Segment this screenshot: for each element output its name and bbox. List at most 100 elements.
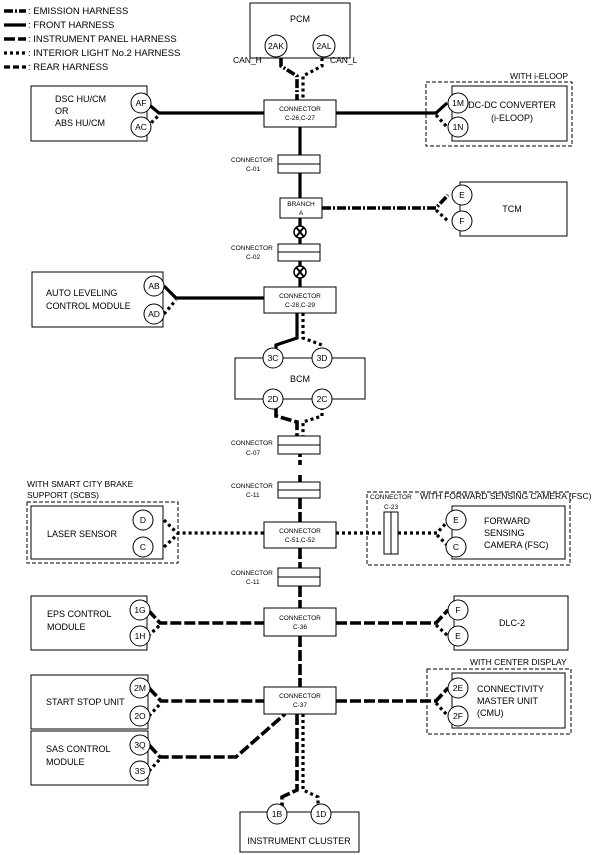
j3-box [263, 521, 337, 549]
eps-terminal-1h-label: 1H [135, 631, 146, 641]
laser-terminal-c-label: C [140, 542, 146, 552]
wire-alcm-can-h [162, 284, 264, 300]
c11b-label: CONNECTOR [231, 570, 273, 577]
j2-id: C-28,C-29 [285, 302, 315, 309]
wires [145, 58, 451, 806]
alcm-line1: AUTO LEVELING [46, 288, 117, 298]
pcm-box [249, 2, 351, 59]
c01-label: CONNECTOR [231, 157, 273, 164]
bcm-terminal-2c [311, 388, 333, 410]
j3-id: C-51,C-52 [285, 537, 315, 544]
alcm-line2: CONTROL MODULE [46, 301, 131, 311]
laser-terminal-c [132, 536, 154, 558]
cmu-terminal-2e-label: 2E [453, 683, 464, 693]
pcm-terminal-2al-label: 2AL [316, 41, 331, 51]
wire-pcm-can-h [279, 58, 299, 100]
sas-terminal-3s [129, 760, 151, 782]
sas-terminal-3s-label: 3S [135, 766, 146, 776]
bcm-terminal-3d-label: 3D [317, 353, 328, 363]
dlc-terminal-e-label: E [455, 631, 461, 641]
module-instrument-cluster[interactable]: INSTRUMENT CLUSTER 1B 1D [239, 803, 360, 853]
dcdc-terminal-1n-label: 1N [453, 122, 464, 132]
cmu-line3: (CMU) [477, 708, 504, 718]
module-dsc[interactable]: DSC HU/CM OR ABS HU/CM AF AC [30, 85, 152, 142]
module-dlc-2[interactable]: DLC-2 F E [447, 595, 569, 651]
j5-box [263, 686, 337, 715]
bcm-box [234, 357, 366, 400]
bcm-terminal-3d [311, 347, 333, 369]
j1-box [263, 99, 337, 128]
c11a-id: C-11 [246, 492, 260, 499]
module-start-stop-unit[interactable]: START STOP UNIT 2M 2O [30, 674, 151, 730]
wire-alcm-can-l [162, 298, 178, 316]
twist-cross [295, 226, 305, 238]
tcm-title: TCM [502, 204, 522, 214]
wire-sas-can-l [147, 757, 162, 773]
j3-label: CONNECTOR [279, 528, 321, 535]
dlc-terminal-f [447, 599, 469, 621]
wire-pcm-can-l [301, 58, 324, 100]
cmu-terminal-2e [447, 677, 469, 699]
c11a-label: CONNECTOR [231, 483, 273, 490]
module-eps[interactable]: EPS CONTROL MODULE 1G 1H [30, 595, 151, 651]
j1-label: CONNECTOR [279, 106, 321, 113]
dcdc-option-frame [425, 81, 573, 147]
connector-c51-c52: CONNECTOR C-51,C-52 [263, 521, 337, 549]
module-laser-sensor[interactable]: LASER SENSOR D C [30, 505, 164, 560]
connector-c11-lower: CONNECTOR C-11 [231, 567, 321, 587]
wire-dcdc-can-h [336, 101, 449, 115]
bcm-terminal-2c-label: 2C [317, 394, 328, 404]
cmu-box [451, 672, 566, 729]
eps-terminal-1h [129, 625, 151, 647]
sas-terminal-3q-label: 3Q [134, 740, 146, 750]
wire-j2-bcm-3c [274, 313, 299, 352]
wire-dcdc-can-l [434, 113, 449, 129]
dsc-terminal-af [130, 92, 152, 114]
connector-c02: CONNECTOR C-02 [231, 243, 321, 262]
wire-dlc-can-l [434, 623, 450, 638]
eps-terminal-1g-label: 1G [134, 605, 145, 615]
legend-ip-label: : INSTRUMENT PANEL HARNESS [28, 34, 177, 45]
ssu-title: START STOP UNIT [46, 697, 125, 707]
wire-laser-can-l [162, 533, 179, 549]
j4-label: CONNECTOR [279, 615, 321, 622]
module-forward-sensing-camera[interactable]: FORWARD SENSING CAMERA (FSC) E C [445, 505, 566, 560]
j4-id: C-36 [293, 624, 307, 631]
dsc-line1: DSC HU/CM [55, 94, 106, 104]
pcm-terminal-2al [312, 34, 336, 58]
bcm-terminal-3c-label: 3C [268, 353, 279, 363]
laser-terminal-d-label: D [140, 515, 146, 525]
ic-terminal-1b-label: 1B [272, 809, 283, 819]
wire-cmu-can-l [434, 701, 450, 718]
ssu-terminal-2m-label: 2M [134, 683, 146, 693]
twist-symbol-lower [293, 265, 307, 279]
ssu-box [30, 674, 149, 730]
module-tcm[interactable]: TCM E F [451, 181, 568, 237]
eps-line1: EPS CONTROL [47, 609, 112, 619]
fsc-line1: FORWARD [484, 516, 530, 526]
legend-front-label: : FRONT HARNESS [28, 20, 114, 31]
j4-box [263, 607, 337, 637]
tcm-box [459, 181, 568, 237]
wire-eps-can-h [146, 608, 264, 625]
j1-id: C-26,C-27 [285, 115, 315, 122]
module-pcm[interactable]: PCM 2AK 2AL [249, 2, 351, 59]
module-dcdc-converter[interactable]: DC-DC CONVERTER (i-ELOOP) 1M 1N [447, 85, 568, 142]
c02-id: C-02 [246, 254, 260, 261]
dcdc-line1: DC-DC CONVERTER [468, 100, 556, 110]
c23-id: C-23 [384, 504, 398, 511]
j2-label: CONNECTOR [279, 293, 321, 300]
dsc-line2: OR [55, 106, 69, 116]
module-sas[interactable]: SAS CONTROL MODULE 3Q 3S [30, 730, 151, 786]
dsc-line3: ABS HU/CM [55, 118, 105, 128]
module-connectivity-master-unit[interactable]: CONNECTIVITY MASTER UNIT (CMU) 2E 2F [447, 672, 566, 729]
wire-ssu-can-l [147, 701, 163, 718]
dsc-terminal-af-label: AF [136, 98, 147, 108]
wire-dlc-can-h [336, 608, 450, 625]
j5-id: C-37 [293, 702, 307, 709]
bcm-terminal-2d [262, 388, 284, 410]
module-auto-leveling[interactable]: AUTO LEVELING CONTROL MODULE AB AD [31, 271, 165, 328]
dsc-terminal-ac-label: AC [135, 122, 147, 132]
module-bcm[interactable]: BCM 3C 3D 2D 2C [234, 347, 366, 410]
